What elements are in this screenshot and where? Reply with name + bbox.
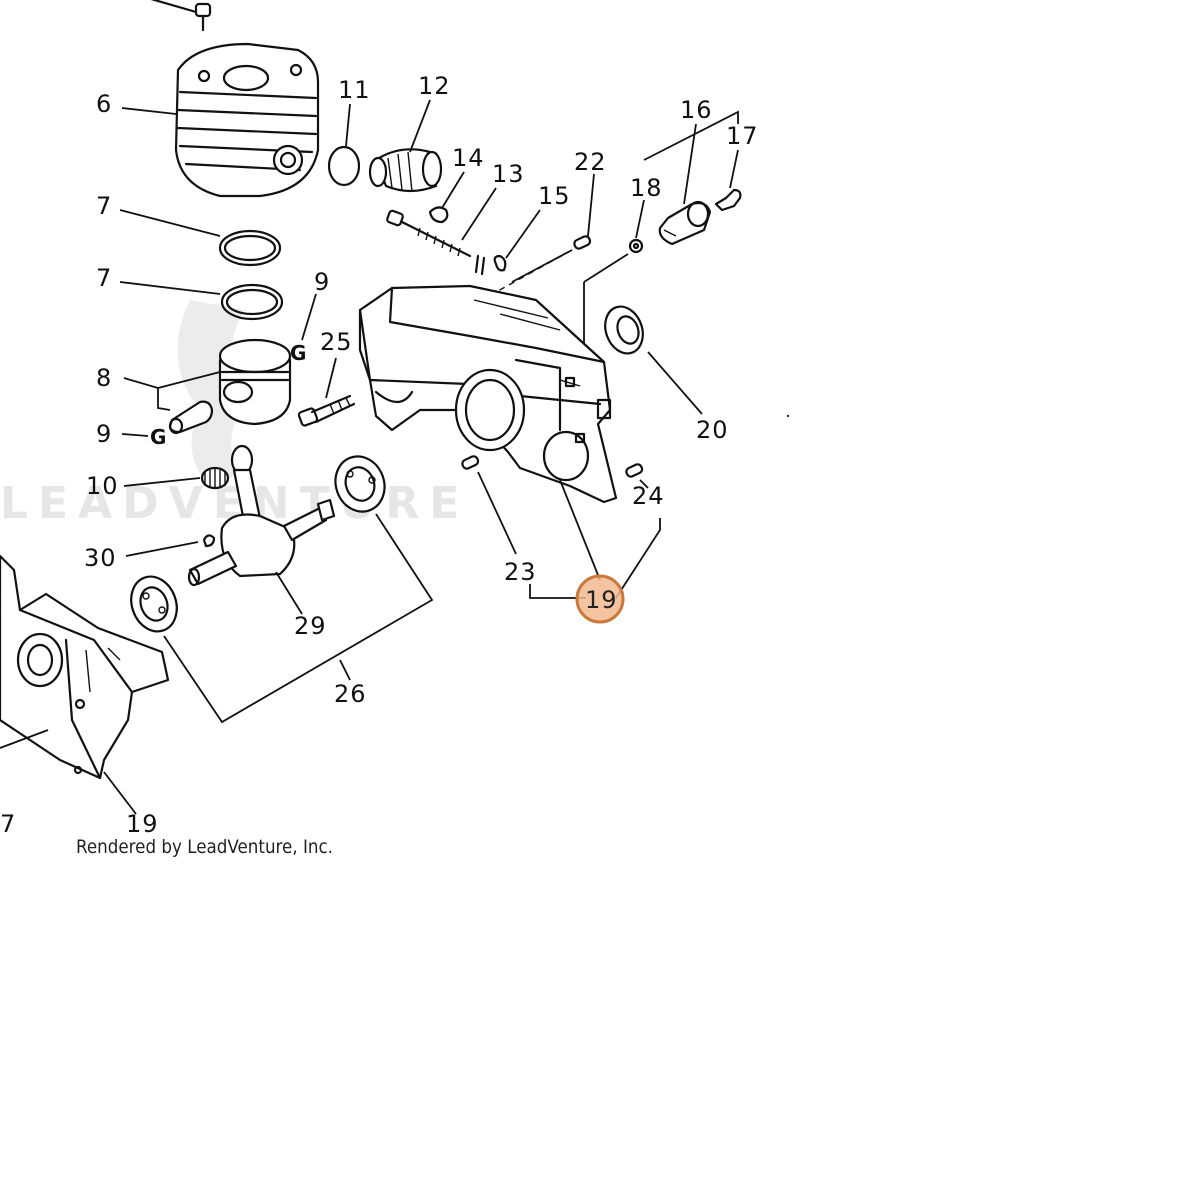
leader-6	[121, 107, 177, 115]
part-small-nut	[428, 206, 449, 224]
callout-11[interactable]: 11	[338, 76, 371, 104]
callout-19-left[interactable]: 19	[126, 810, 159, 838]
callout-24[interactable]: 24	[632, 482, 665, 510]
part-crankshaft	[187, 444, 336, 587]
callout-29[interactable]: 29	[294, 612, 327, 640]
part-bolt-25	[297, 394, 356, 427]
callout-10[interactable]: 10	[86, 472, 119, 500]
stray-dot	[786, 414, 790, 418]
part-key-30	[202, 534, 216, 548]
callout-7-lower[interactable]: 7	[96, 264, 112, 292]
part-cylinder	[150, 0, 320, 198]
footer-credit: Rendered by LeadVenture, Inc.	[76, 836, 334, 858]
part-piston-ring-upper	[218, 229, 282, 267]
part-crankcase-left	[0, 554, 170, 780]
part-screw-17	[714, 188, 742, 212]
part-clip-left: G	[150, 425, 166, 449]
part-chain-tensioner	[658, 200, 712, 246]
part-clip-15	[493, 254, 507, 272]
part-pin-23	[461, 455, 480, 470]
callout-20[interactable]: 20	[696, 416, 729, 444]
part-piston-ring-lower	[220, 283, 284, 321]
part-crankcase-right	[358, 284, 618, 504]
part-needle-bearing	[200, 466, 230, 490]
callout-19-highlighted[interactable]: 19	[575, 574, 625, 624]
part-washer-18	[628, 238, 644, 254]
callout-26[interactable]: 26	[334, 680, 367, 708]
callout-19-label: 19	[585, 586, 618, 614]
callout-9-right[interactable]: 9	[314, 268, 330, 296]
callout-30[interactable]: 30	[84, 544, 117, 572]
part-intake-ring	[327, 145, 361, 187]
callout-13[interactable]: 13	[492, 160, 525, 188]
part-intake-boot	[368, 148, 443, 193]
part-clip-right: G	[290, 341, 306, 365]
part-main-bearing-left	[130, 575, 178, 633]
callout-12[interactable]: 12	[418, 72, 451, 100]
highlight-circle	[575, 574, 625, 624]
callout-8[interactable]: 8	[96, 364, 112, 392]
callout-15[interactable]: 15	[538, 182, 571, 210]
callout-14[interactable]: 14	[452, 144, 485, 172]
callout-25[interactable]: 25	[320, 328, 353, 356]
callout-7-edge[interactable]: 7	[0, 810, 16, 838]
part-main-bearing-right	[334, 455, 386, 513]
callout-9-left[interactable]: 9	[96, 420, 112, 448]
callout-6[interactable]: 6	[96, 90, 112, 118]
part-piston	[168, 338, 292, 435]
part-oil-seal	[604, 305, 644, 355]
callout-17[interactable]: 17	[726, 122, 759, 150]
part-long-screw	[386, 209, 486, 276]
part-pin-22	[573, 235, 592, 250]
callout-22[interactable]: 22	[574, 148, 607, 176]
callout-23[interactable]: 23	[504, 558, 537, 586]
part-pin-24	[625, 463, 644, 478]
callout-18[interactable]: 18	[630, 174, 663, 202]
callout-16[interactable]: 16	[680, 96, 713, 124]
callout-7-upper[interactable]: 7	[96, 192, 112, 220]
